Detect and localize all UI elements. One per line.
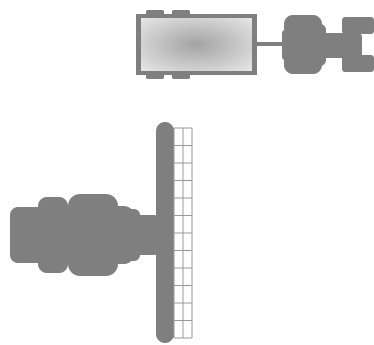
- header-grid-icon: [173, 127, 193, 339]
- combine-front-wheel-bottom: [68, 246, 118, 276]
- tractor-hood: [322, 33, 362, 58]
- trailer-bed: [141, 18, 252, 71]
- combine-front-wheel-top: [68, 194, 118, 224]
- tractor-icon: [282, 15, 374, 74]
- tractor-front-wheel-top: [342, 17, 374, 34]
- harvester-header-icon: [156, 122, 174, 343]
- combine-rear-axle: [10, 207, 50, 263]
- combine-feeder: [132, 215, 160, 255]
- trailer-drawbar: [257, 42, 285, 46]
- tractor-front-wheel-bottom: [342, 55, 374, 72]
- combine-harvester-icon: [10, 194, 160, 276]
- tractor-hitch: [282, 30, 292, 60]
- tractor-cab: [290, 24, 326, 66]
- trailer-icon: [136, 10, 285, 79]
- header-bar: [156, 122, 174, 343]
